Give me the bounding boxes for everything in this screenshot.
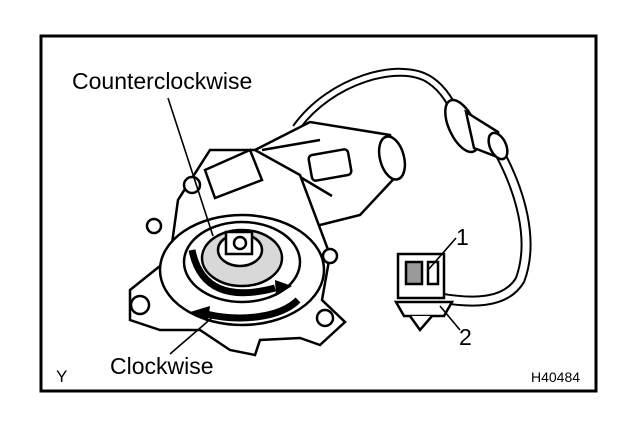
cw-leader [169,315,215,355]
gear-housing [128,148,347,357]
ccw-leader [167,97,214,237]
callout-1-label: 1 [456,224,469,250]
clockwise-label: Clockwise [110,353,214,379]
callout-2-leader [439,305,461,331]
connector [393,252,455,333]
counterclockwise-label: Counterclockwise [72,68,253,94]
corner-letter: Y [56,367,68,386]
counterclockwise-arrow [188,249,292,297]
clockwise-arrow [190,297,301,322]
figure-frame [39,34,598,393]
grommet [444,98,509,161]
callout-1-leader [427,237,457,271]
figure-code: H40484 [531,369,581,385]
callout-2-label: 2 [459,324,472,350]
